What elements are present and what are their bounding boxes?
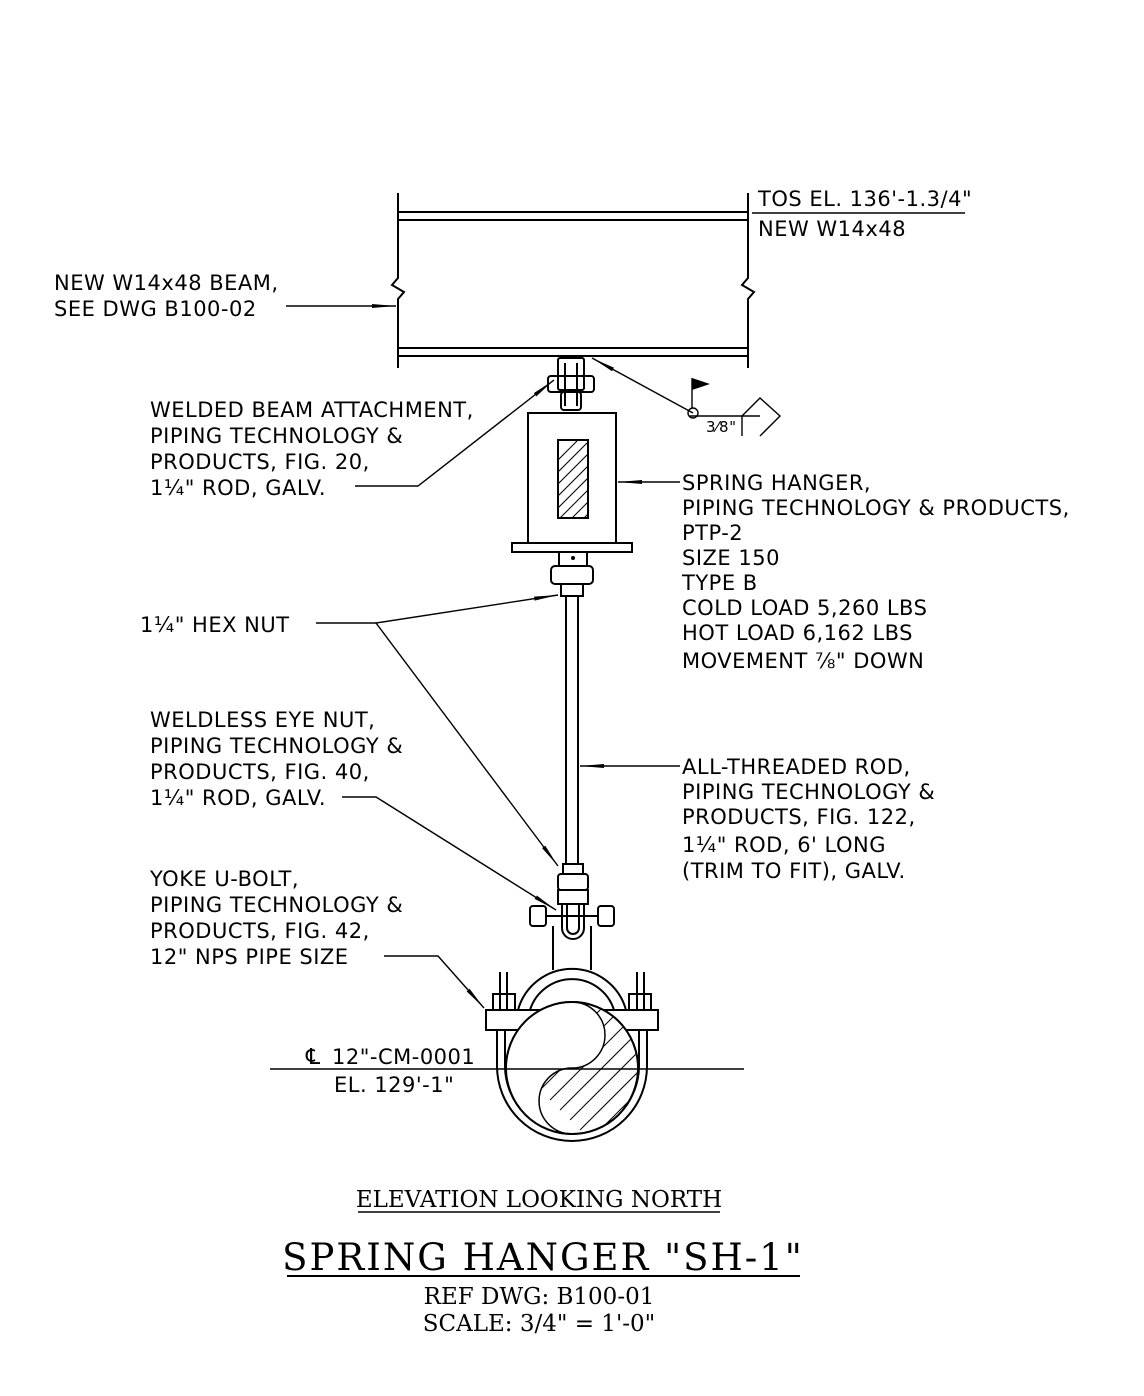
- svg-text:TOS EL. 136'-1.3/4": TOS EL. 136'-1.3/4": [757, 187, 972, 211]
- svg-text:SEE DWG B100-02: SEE DWG B100-02: [54, 297, 257, 321]
- u-bolt-callout: YOKE U-BOLT, PIPING TECHNOLOGY & PRODUCT…: [149, 867, 485, 1009]
- svg-text:ALL-THREADED ROD,: ALL-THREADED ROD,: [682, 755, 911, 779]
- svg-text:1¼" ROD, GALV.: 1¼" ROD, GALV.: [150, 476, 326, 500]
- svg-text:TYPE B: TYPE B: [681, 571, 758, 595]
- all-threaded-rod: [565, 596, 579, 864]
- svg-text:3⁄8": 3⁄8": [706, 418, 737, 436]
- svg-text:MOVEMENT ⅞" DOWN: MOVEMENT ⅞" DOWN: [682, 649, 924, 673]
- svg-text:1¼" ROD, GALV.: 1¼" ROD, GALV.: [150, 786, 326, 810]
- view-title: ELEVATION LOOKING NORTH: [356, 1187, 722, 1213]
- hex-nut-callout: 1¼" HEX NUT: [140, 594, 559, 867]
- svg-text:WELDLESS EYE NUT,: WELDLESS EYE NUT,: [150, 708, 375, 732]
- svg-text:(TRIM TO FIT), GALV.: (TRIM TO FIT), GALV.: [682, 859, 906, 883]
- svg-text:YOKE U-BOLT,: YOKE U-BOLT,: [149, 867, 299, 891]
- svg-text:PIPING TECHNOLOGY &: PIPING TECHNOLOGY &: [150, 734, 403, 758]
- welded-beam-attachment: [547, 357, 595, 411]
- lower-hex-nut: [557, 863, 589, 891]
- svg-text:1¼" ROD, 6' LONG: 1¼" ROD, 6' LONG: [682, 833, 886, 857]
- svg-text:COLD LOAD 5,260 LBS: COLD LOAD 5,260 LBS: [682, 596, 927, 620]
- drawing-scale: SCALE: 3/4" = 1'-0": [423, 1311, 656, 1337]
- svg-text:PRODUCTS, FIG. 42,: PRODUCTS, FIG. 42,: [150, 919, 370, 943]
- beam-break-right: [740, 193, 756, 368]
- weld-symbol: 3⁄8": [591, 357, 782, 437]
- svg-text:12"-CM-0001: 12"-CM-0001: [332, 1045, 475, 1069]
- svg-text:NEW W14x48: NEW W14x48: [758, 217, 906, 241]
- pipe-12in: [505, 1001, 639, 1135]
- svg-text:SPRING HANGER "SH-1": SPRING HANGER "SH-1": [282, 1236, 804, 1279]
- svg-text:PIPING TECHNOLOGY &: PIPING TECHNOLOGY &: [682, 780, 935, 804]
- svg-text:SPRING HANGER,: SPRING HANGER,: [682, 471, 871, 495]
- svg-text:NEW W14x48 BEAM,: NEW W14x48 BEAM,: [54, 271, 279, 295]
- w14x48-beam: [390, 193, 756, 368]
- detail-title: SPRING HANGER "SH-1": [282, 1236, 804, 1279]
- svg-text:PIPING TECHNOLOGY &: PIPING TECHNOLOGY &: [150, 893, 403, 917]
- pipe-centerline-label: ℄ 12"-CM-0001 EL. 129'-1": [270, 1045, 744, 1097]
- spring-hanger-can: [511, 412, 633, 597]
- attachment-callout: WELDED BEAM ATTACHMENT, PIPING TECHNOLOG…: [150, 379, 555, 500]
- svg-text:1¼" HEX NUT: 1¼" HEX NUT: [140, 613, 290, 637]
- threaded-rod-callout: ALL-THREADED ROD, PIPING TECHNOLOGY & PR…: [580, 755, 935, 883]
- svg-text:ELEVATION LOOKING NORTH: ELEVATION LOOKING NORTH: [356, 1187, 722, 1213]
- svg-text:12" NPS PIPE SIZE: 12" NPS PIPE SIZE: [150, 945, 349, 969]
- beam-elevation-label: TOS EL. 136'-1.3/4" NEW W14x48: [752, 187, 972, 241]
- svg-text:PRODUCTS, FIG. 20,: PRODUCTS, FIG. 20,: [150, 450, 370, 474]
- svg-text:HOT LOAD 6,162 LBS: HOT LOAD 6,162 LBS: [682, 621, 913, 645]
- beam-callout: NEW W14x48 BEAM, SEE DWG B100-02: [54, 271, 396, 321]
- spring-hanger-callout: SPRING HANGER, PIPING TECHNOLOGY & PRODU…: [618, 471, 1070, 673]
- svg-text:PIPING TECHNOLOGY &: PIPING TECHNOLOGY &: [150, 424, 403, 448]
- eye-nut-callout: WELDLESS EYE NUT, PIPING TECHNOLOGY & PR…: [150, 708, 557, 911]
- weldless-eye-nut: [529, 889, 615, 940]
- reference-drawing: REF DWG: B100-01: [424, 1284, 655, 1310]
- svg-text:SIZE 150: SIZE 150: [682, 546, 780, 570]
- svg-text:PTP-2: PTP-2: [682, 521, 743, 545]
- svg-text:WELDED BEAM ATTACHMENT,: WELDED BEAM ATTACHMENT,: [150, 398, 474, 422]
- svg-text:PRODUCTS, FIG. 40,: PRODUCTS, FIG. 40,: [150, 760, 370, 784]
- svg-text:PRODUCTS, FIG. 122,: PRODUCTS, FIG. 122,: [682, 805, 916, 829]
- beam-break-left: [390, 193, 406, 368]
- svg-text:PIPING TECHNOLOGY & PRODUCTS,: PIPING TECHNOLOGY & PRODUCTS,: [682, 496, 1070, 520]
- centerline-symbol: ℄: [305, 1045, 321, 1070]
- svg-text:EL. 129'-1": EL. 129'-1": [334, 1073, 454, 1097]
